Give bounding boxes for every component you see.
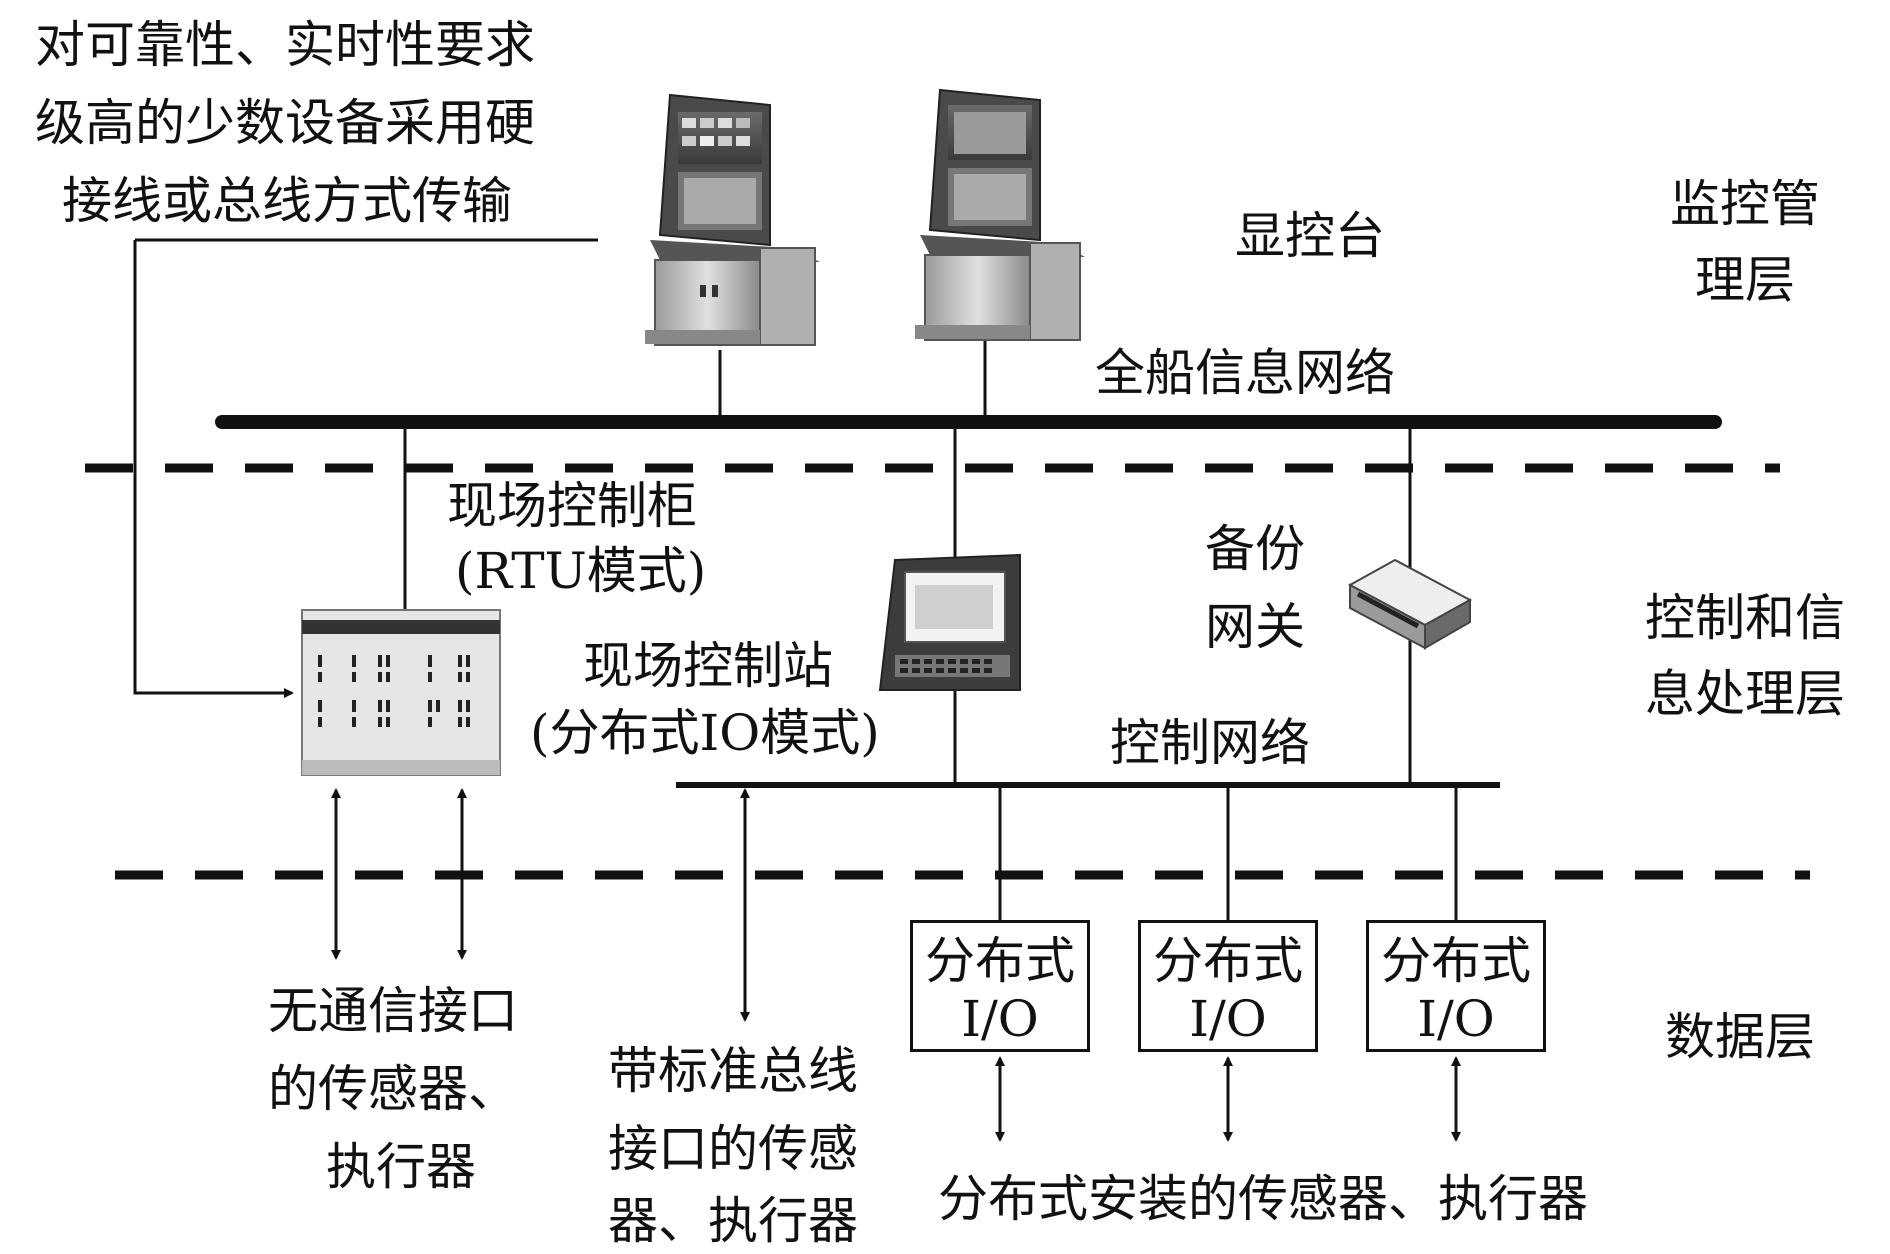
io-module-3: 分布式 I/O [1366,920,1546,1052]
layer-title-control-line-2: 息处理层 [1645,665,1845,723]
io-module-2-line-2: I/O [1189,990,1267,1048]
io-module-3-line-1: 分布式 [1381,932,1531,990]
console-label: 显控台 [1235,207,1385,265]
layer-title-data: 数据层 [1665,1008,1815,1066]
layer-title-monitoring: 监控管 理层 [1645,166,1845,318]
layer-title-monitoring-line-2: 理层 [1695,251,1795,309]
rtu-label-line-2: (RTU模式) [455,542,707,600]
io-module-3-line-2: I/O [1417,990,1495,1048]
layer-title-control: 控制和信 息处理层 [1620,580,1870,732]
gateway-label-line-2: 网关 [1205,598,1305,656]
io-module-1: 分布式 I/O [910,920,1090,1052]
hardwire-arrow [133,240,294,698]
bus-devices-line-1: 带标准总线 [608,1042,858,1100]
gateway-label-line-1: 备份 [1205,520,1305,578]
layer-title-monitoring-line-1: 监控管 [1670,175,1820,233]
io-module-2-line-1: 分布式 [1153,932,1303,990]
field-station-image [878,553,1021,691]
rtu-label-line-1: 现场控制柜 [447,477,697,535]
station-label-line-1: 现场控制站 [583,637,833,695]
bus-devices-line-3: 器、执行器 [608,1192,858,1250]
rtu-cabinet-image [301,609,501,776]
gateway-image [1347,558,1473,650]
no-comm-devices-line-3: 执行器 [326,1138,476,1196]
io-module-2: 分布式 I/O [1138,920,1318,1052]
station-label-line-2: (分布式IO模式) [530,704,880,762]
layer-title-control-line-1: 控制和信 [1645,589,1845,647]
no-comm-devices-line-2: 的传感器、 [268,1060,518,1118]
note-line-2: 级高的少数设备采用硬 [35,94,535,152]
no-comm-devices-line-1: 无通信接口 [268,982,518,1040]
ship-network-label: 全船信息网络 [1095,344,1395,402]
bus-devices-line-2: 接口的传感 [608,1120,858,1178]
note-line-3: 接线或总线方式传输 [62,172,512,230]
note-line-1: 对可靠性、实时性要求 [35,16,535,74]
console-1-image [645,93,820,346]
control-network-label: 控制网络 [1110,714,1310,772]
distributed-devices-label: 分布式安装的传感器、执行器 [938,1170,1588,1228]
console-2-image [915,88,1085,341]
io-module-1-line-2: I/O [961,990,1039,1048]
io-module-1-line-1: 分布式 [925,932,1075,990]
